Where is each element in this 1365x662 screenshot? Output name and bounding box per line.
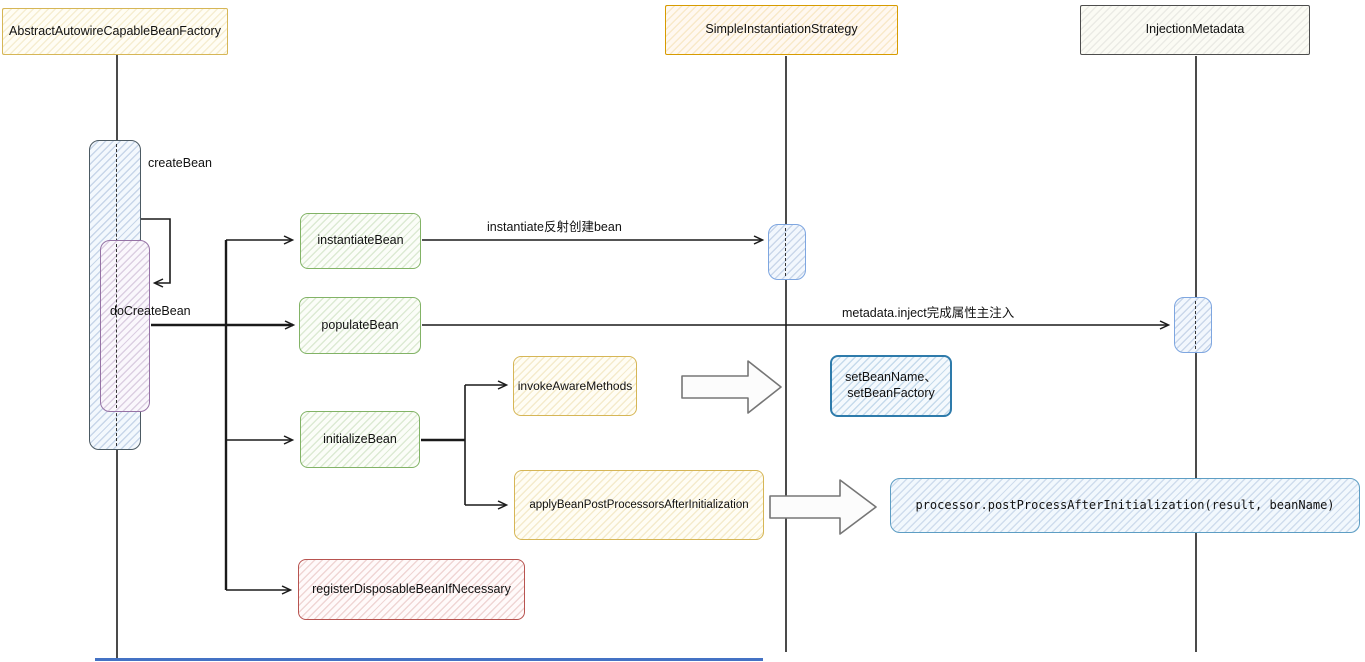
actor-abstract-autowire-capable-bean-factory: AbstractAutowireCapableBeanFactory [2, 8, 228, 55]
step-label: initializeBean [323, 431, 397, 446]
lifeline-dash [785, 228, 786, 276]
step-label: registerDisposableBeanIfNecessary [312, 581, 511, 596]
step-apply-bean-post-processors: applyBeanPostProcessorsAfterInitializati… [514, 470, 764, 540]
do-create-bean-label: doCreateBean [110, 304, 191, 318]
step-label: invokeAwareMethods [517, 378, 633, 393]
activation-strategy [768, 224, 806, 280]
note-line: setBeanFactory [847, 386, 935, 400]
block-arrow-aware-icon [681, 360, 782, 414]
message-inject-label: metadata.inject完成属性主注入 [842, 306, 1015, 320]
step-initialize-bean: initializeBean [300, 411, 420, 468]
step-label: instantiateBean [317, 233, 404, 248]
block-arrow-postprocess-icon [769, 479, 877, 535]
step-populate-bean: populateBean [299, 297, 421, 354]
note-processor-call: processor.postProcessAfterInitialization… [890, 478, 1360, 533]
note-line: setBeanName、 [845, 370, 937, 385]
lifeline-dash [116, 244, 117, 408]
actor-label: SimpleInstantiationStrategy [705, 22, 858, 37]
note-label: processor.postProcessAfterInitialization… [915, 498, 1335, 512]
actor-label: InjectionMetadata [1145, 22, 1245, 37]
activation-do-create-bean [100, 240, 150, 412]
self-call-arrow [141, 218, 171, 283]
step-instantiate-bean: instantiateBean [300, 213, 421, 269]
step-invoke-aware-methods: invokeAwareMethods [513, 356, 637, 416]
bottom-edge-line [95, 658, 763, 661]
actor-label: AbstractAutowireCapableBeanFactory [9, 23, 221, 38]
activation-metadata [1174, 297, 1212, 353]
step-label: populateBean [321, 317, 399, 332]
step-register-disposable-bean: registerDisposableBeanIfNecessary [298, 559, 525, 620]
message-instantiate-label: instantiate反射创建bean [487, 220, 622, 234]
actor-injection-metadata: InjectionMetadata [1080, 5, 1310, 55]
create-bean-label: createBean [148, 156, 212, 170]
step-label: applyBeanPostProcessorsAfterInitializati… [529, 498, 749, 511]
lifeline-dash [1195, 301, 1196, 349]
note-set-bean-name: setBeanName、 setBeanFactory [830, 355, 952, 417]
actor-simple-instantiation-strategy: SimpleInstantiationStrategy [665, 5, 898, 55]
